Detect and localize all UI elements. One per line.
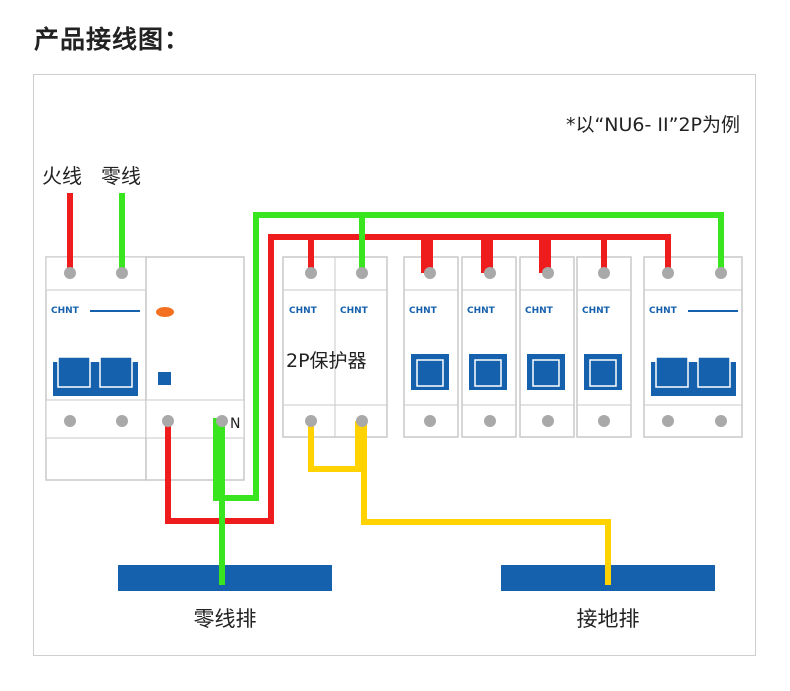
test-button-icon [158,372,171,385]
live-wire [165,234,314,524]
brand-label: CHNT [467,306,496,316]
ground-bar-label: 接地排 [577,607,640,631]
terminal-screw-icon [662,415,674,427]
leakage-module: N [145,256,245,481]
branch-breaker: CHNT [576,256,632,438]
brand-label: CHNT [525,306,554,316]
terminal-screw-icon [64,415,76,427]
neutral-bar-label: 零线排 [194,607,257,631]
live-wire [421,234,493,273]
brand-label: CHNT [51,306,80,316]
terminal-screw-icon [162,415,174,427]
breaker-handle-icon [53,356,138,396]
brand-label: CHNT [289,306,318,316]
diagram-frame [33,74,756,656]
terminal-group [64,267,727,427]
terminal-screw-icon [64,267,76,279]
terminal-screw-icon [356,267,368,279]
live-wire-label: 火线 [42,164,82,188]
terminal-screw-icon [305,267,317,279]
terminal-screw-icon [484,267,496,279]
terminal-screw-icon [598,267,610,279]
terminal-screw-icon [305,415,317,427]
ground-wire [308,421,361,472]
indicator-icon [156,307,174,317]
brand-label: CHNT [582,306,611,316]
terminal-screw-icon [715,267,727,279]
surge-protector: CHNT CHNT 2P保护器 [282,256,388,438]
protector-label: 2P保护器 [286,350,367,372]
terminal-screw-icon [662,267,674,279]
note-text: *以“NU6- II”2P为例 [566,114,740,136]
live-wire [481,234,551,273]
terminal-screw-icon [216,415,228,427]
neutral-wire-label: 零线 [101,164,141,188]
neutral-terminal-label: N [230,416,240,432]
main-breaker: CHNT [45,256,147,481]
terminal-screw-icon [542,267,554,279]
branch-breaker: CHNT [519,256,575,438]
breaker-handle-icon [651,356,736,396]
terminal-screw-icon [424,267,436,279]
brand-label: CHNT [409,306,438,316]
page-title: 产品接线图： [34,25,191,54]
terminal-screw-icon [715,415,727,427]
branch-breaker-2p: CHNT [643,256,743,438]
terminal-screw-icon [484,415,496,427]
terminal-screw-icon [542,415,554,427]
terminal-screw-icon [116,267,128,279]
ground-wire [361,421,611,585]
branch-breaker: CHNT [403,256,459,438]
branch-breaker: CHNT [461,256,517,438]
brand-label: CHNT [340,306,369,316]
terminal-screw-icon [116,415,128,427]
brand-label: CHNT [649,306,678,316]
terminal-screw-icon [598,415,610,427]
terminal-screw-icon [356,415,368,427]
terminal-screw-icon [424,415,436,427]
